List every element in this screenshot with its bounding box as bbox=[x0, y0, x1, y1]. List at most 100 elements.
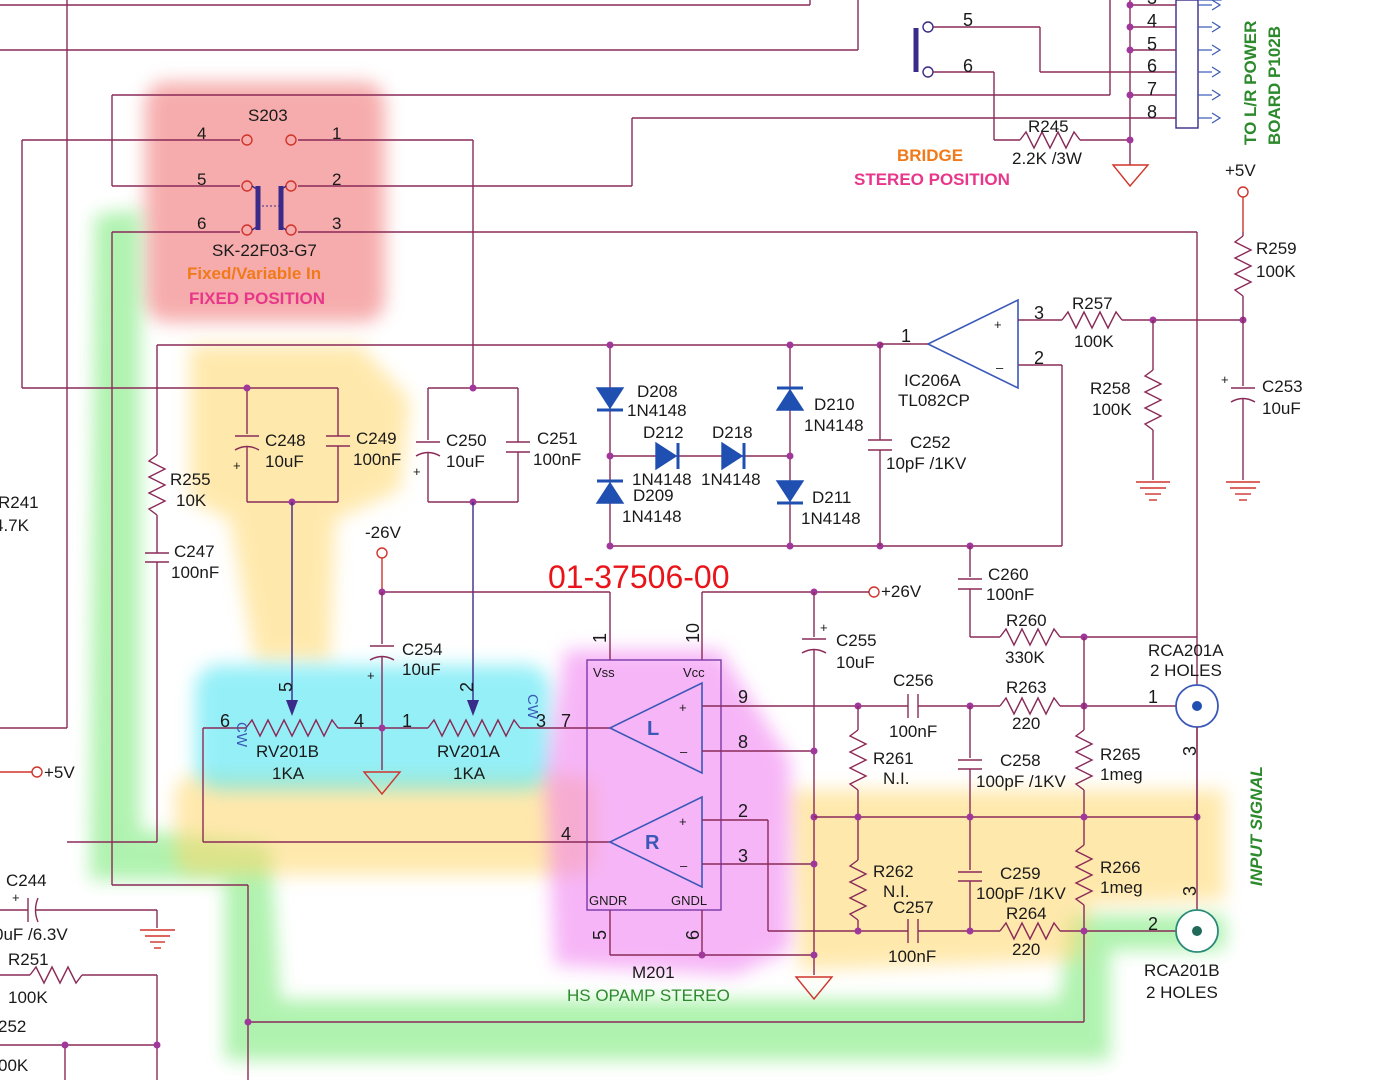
c256-value: 100nF bbox=[889, 722, 937, 741]
d210-label: D210 bbox=[814, 395, 855, 414]
s203-part-label: SK-22F03-G7 bbox=[212, 241, 317, 260]
channel-l-label: L bbox=[647, 718, 659, 740]
r266-value: 1meg bbox=[1100, 878, 1143, 897]
pin-label: 3 bbox=[738, 846, 748, 866]
c251-value: 100nF bbox=[533, 450, 581, 469]
pin-label: 4 bbox=[197, 124, 206, 143]
c247-value: 100nF bbox=[171, 563, 219, 582]
rv201a-value: 1KA bbox=[453, 764, 486, 783]
switch-s203: S203 4 1 5 2 6 3 SK-22F03-G7 Fixed/Varia… bbox=[187, 106, 341, 308]
pin-label: 1 bbox=[901, 326, 911, 346]
r251-label: R251 bbox=[8, 950, 49, 969]
rv201a-label: RV201A bbox=[437, 742, 501, 761]
rail-pos5-top: +5V bbox=[1225, 161, 1256, 180]
connector-p102b: 5 6 R245 2.2K /3W BRIDGE STEREO POSITION… bbox=[854, 0, 1284, 189]
pin-label: 10 bbox=[683, 623, 703, 643]
c250-label: C250 bbox=[446, 431, 487, 450]
d218-value: 1N4148 bbox=[701, 470, 761, 489]
r255-label: R255 bbox=[170, 470, 211, 489]
d211-value: 1N4148 bbox=[801, 509, 861, 528]
rail-neg26: -26V bbox=[365, 523, 402, 542]
r258-value: 100K bbox=[1092, 400, 1132, 419]
c250-value: 10uF bbox=[446, 452, 485, 471]
pin-label: 5 bbox=[1147, 34, 1157, 54]
m201-module: Vss Vcc GNDR GNDL L R + – + – 1 10 9 8 4… bbox=[561, 623, 888, 1005]
highlight-switch-red bbox=[145, 82, 385, 322]
c255-label: C255 bbox=[836, 631, 877, 650]
vss-label: Vss bbox=[593, 665, 615, 680]
c260-r260: C260 100nF R260 330K bbox=[958, 546, 1197, 667]
c258-label: C258 bbox=[1000, 751, 1041, 770]
r259-label: R259 bbox=[1256, 239, 1297, 258]
pin-label: 8 bbox=[1147, 102, 1157, 122]
d212-label: D212 bbox=[643, 423, 684, 442]
rca-jacks: RCA201A 2 HOLES 1 3 3 2 RCA201B 2 HOLES … bbox=[1144, 641, 1266, 1002]
top-wiring bbox=[0, 0, 1198, 885]
gndl-label: GNDL bbox=[671, 893, 707, 908]
m201-description: HS OPAMP STEREO bbox=[567, 986, 730, 1005]
c259-value: 100pF /1KV bbox=[976, 884, 1066, 903]
power-rails: -26V + C254 10uF +26V + C255 10uF bbox=[362, 523, 922, 1001]
c254-label: C254 bbox=[402, 640, 443, 659]
r264-label: R264 bbox=[1006, 904, 1047, 923]
pin-label: 2 bbox=[457, 682, 477, 692]
c249-label: C249 bbox=[356, 429, 397, 448]
potentiometers: 6 4 1 3 5 2 CW CW 7 RV201B 1KA RV201A 1K… bbox=[202, 682, 610, 843]
pin-label: 7 bbox=[1147, 79, 1157, 99]
cw-label-a: CW bbox=[524, 694, 541, 720]
d208-label: D208 bbox=[637, 382, 678, 401]
svg-text:–: – bbox=[996, 360, 1004, 375]
pin-label: 3 bbox=[332, 214, 341, 233]
ic206a-part: TL082CP bbox=[898, 391, 970, 410]
c255-value: 10uF bbox=[836, 653, 875, 672]
pin-label: 3 bbox=[1180, 746, 1200, 756]
c258-value: 100pF /1KV bbox=[976, 772, 1066, 791]
r241-value: 4.7K bbox=[0, 516, 30, 535]
r266-label: R266 bbox=[1100, 858, 1141, 877]
pin-label: 2 bbox=[332, 170, 341, 189]
pin-label: 1 bbox=[1148, 687, 1158, 707]
pin-label: 4 bbox=[561, 824, 571, 844]
c259-label: C259 bbox=[1000, 864, 1041, 883]
rca201b-label: RCA201B bbox=[1144, 961, 1220, 980]
pin-label: 5 bbox=[276, 682, 296, 692]
rv201b-label: RV201B bbox=[256, 742, 319, 761]
r252-value: 00K bbox=[0, 1056, 29, 1075]
r259-c253: +5V + R259 100K C253 10uF bbox=[1221, 161, 1303, 501]
r265-value: 1meg bbox=[1100, 765, 1143, 784]
r257-label: R257 bbox=[1072, 294, 1113, 313]
ic206a-label: IC206A bbox=[904, 371, 961, 390]
rail-pos5-left: +5V bbox=[44, 763, 75, 782]
c244-value: 0uF /6.3V bbox=[0, 925, 68, 944]
c257-label: C257 bbox=[893, 898, 934, 917]
r263-value: 220 bbox=[1012, 714, 1040, 733]
svg-text:–: – bbox=[680, 858, 688, 873]
s203-label: S203 bbox=[248, 106, 288, 125]
pin-label: 9 bbox=[738, 687, 748, 707]
d208-value: 1N4148 bbox=[627, 401, 687, 420]
m201-label: M201 bbox=[632, 963, 675, 982]
c254-value: 10uF bbox=[402, 660, 441, 679]
vcc-label: Vcc bbox=[683, 665, 705, 680]
c247-label: C247 bbox=[174, 542, 215, 561]
pin-label: 1 bbox=[590, 633, 610, 643]
svg-text:+: + bbox=[679, 700, 687, 715]
r262-label: R262 bbox=[873, 862, 914, 881]
d209-label: D209 bbox=[633, 486, 674, 505]
highlight-yellow-output bbox=[790, 790, 1225, 970]
c244-label: C244 bbox=[6, 871, 47, 890]
svg-text:+: + bbox=[367, 668, 375, 683]
pin-label: 3 bbox=[1147, 0, 1157, 8]
r255-value: 10K bbox=[176, 491, 207, 510]
d210-value: 1N4148 bbox=[804, 416, 864, 435]
r251-value: 100K bbox=[8, 988, 48, 1007]
r262-value: N.I. bbox=[883, 882, 909, 901]
channel-r-label: R bbox=[645, 832, 660, 854]
fixed-variable-label: Fixed/Variable In bbox=[187, 264, 321, 283]
gndr-label: GNDR bbox=[589, 893, 627, 908]
part-number: 01-37506-00 bbox=[548, 559, 729, 595]
coupling-caps: + C248 10uF C249 100nF + C250 10uF C251 … bbox=[233, 384, 581, 716]
fixed-position-label: FIXED POSITION bbox=[189, 289, 325, 308]
r263-label: R263 bbox=[1006, 678, 1047, 697]
r260-label: R260 bbox=[1006, 611, 1047, 630]
